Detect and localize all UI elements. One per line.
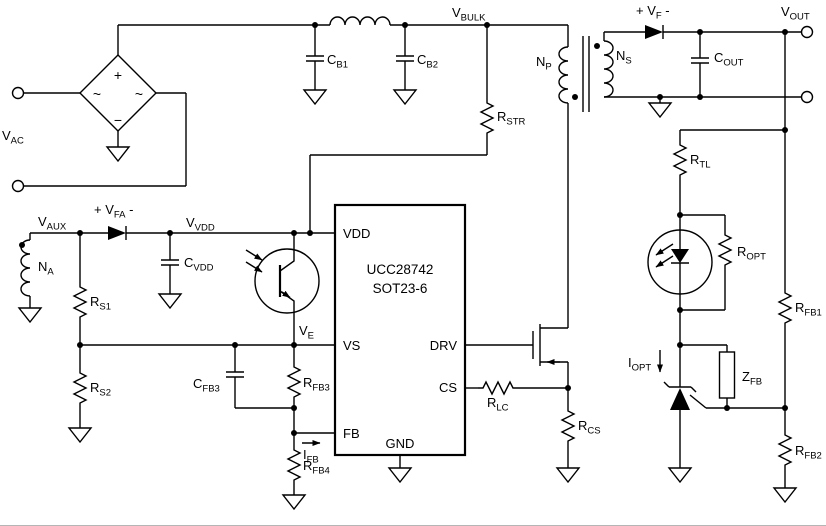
primary-winding: [558, 46, 569, 104]
capacitor-cb1: [305, 47, 325, 69]
label-vbulk: VBULK: [452, 5, 486, 24]
label-ropt: ROPT: [737, 244, 766, 263]
label-rs1: RS1: [90, 294, 111, 313]
resistor-rfb3: [287, 361, 301, 403]
phototransistor-symbol: [245, 249, 291, 299]
led-emission-arrow: [655, 243, 674, 256]
ground-symbol: [556, 467, 580, 483]
ground-symbol: [106, 146, 130, 162]
label-ifb: IFB: [303, 447, 319, 466]
shunt-regulator-tl431: [663, 381, 697, 410]
label-np: NP: [536, 54, 552, 73]
pin-label-drv: DRV: [430, 338, 458, 353]
capacitor-cout: [690, 49, 710, 71]
label-cb1: CB1: [327, 52, 348, 71]
resistor-rstr: [480, 97, 494, 139]
pin-label-vdd: VDD: [343, 226, 370, 241]
label-vac: VAC: [2, 128, 24, 147]
photo-input-arrow: [245, 249, 263, 261]
label-vaux: VAUX: [38, 214, 67, 233]
capacitor-cvdd: [160, 251, 180, 273]
resistor-rfb1: [778, 287, 792, 329]
led-emission-arrow: [655, 255, 674, 268]
ground-symbol: [18, 307, 42, 323]
ground-symbol: [303, 89, 327, 105]
label-rs2: RS2: [90, 380, 111, 399]
ground-symbol: [648, 102, 672, 118]
zfb-impedance-box: [718, 351, 736, 399]
resistor-rs1: [73, 281, 87, 323]
label-rcs: RCS: [578, 418, 601, 437]
pin-label-cs: CS: [439, 380, 457, 395]
bridge-ac-symbol: ~: [135, 86, 143, 102]
resistor-rtl: [673, 139, 687, 181]
diode-vfa: [108, 226, 127, 240]
emitter-arrow: [281, 290, 291, 299]
secondary-winding: [603, 40, 614, 98]
label-cout: COUT: [714, 50, 744, 69]
resistor-rfb4: [287, 444, 301, 486]
pin-label-vs: VS: [343, 338, 361, 353]
label-cvdd: CVDD: [184, 255, 214, 274]
label-iopt: IOPT: [628, 355, 651, 374]
ground-symbol: [393, 89, 417, 105]
photo-input-arrow: [245, 261, 263, 273]
label-rstr: RSTR: [497, 109, 526, 128]
label-ve: VE: [299, 323, 314, 342]
aux-phase-dot: [18, 241, 26, 249]
capacitor-cfb3: [225, 363, 245, 385]
label-vfa: + VFA -: [94, 202, 133, 221]
aux-winding: [20, 239, 31, 297]
label-rlc: RLC: [487, 395, 509, 414]
label-ns: NS: [616, 48, 632, 67]
vout-terminal-neg: [800, 90, 814, 104]
label-rfb4: RFB4: [303, 458, 330, 477]
resistor-rlc: [477, 381, 519, 395]
label-vout: VOUT: [781, 4, 810, 23]
label-vf: + VF -: [636, 3, 670, 22]
pin-label-fb: FB: [343, 426, 360, 441]
mosfet: [532, 324, 560, 366]
label-cfb3: CFB3: [193, 376, 220, 395]
labels: VAC CB1 CB2 VBULK RSTR NP NS + VF - COUT…: [2, 3, 822, 477]
capacitor-cb2: [395, 47, 415, 69]
wires: [23, 24, 802, 495]
bridge-plus-symbol: +: [114, 67, 122, 83]
ground-symbol: [158, 293, 182, 309]
led-symbol: [655, 243, 689, 268]
diode-vf: [645, 25, 664, 39]
ac-input-terminal-top: [11, 86, 25, 100]
ground-symbol: [282, 494, 306, 510]
ground-symbol: [668, 467, 692, 483]
resistor-rfb2: [778, 429, 792, 471]
ground-symbol: [68, 427, 92, 443]
label-rtl: RTL: [690, 152, 710, 171]
label-vvdd: VVDD: [186, 215, 215, 234]
vout-terminal-pos: [800, 25, 814, 39]
resistor-ropt: [718, 229, 732, 271]
ac-input-terminal-bottom: [11, 179, 25, 193]
ic-package: SOT23-6: [373, 281, 428, 296]
transformer: [558, 36, 614, 112]
resistor-rcs: [561, 405, 575, 447]
primary-phase-dot: [571, 93, 579, 101]
bridge-minus-symbol: −: [114, 112, 122, 128]
optocoupler-transistor-body: [254, 248, 320, 314]
label-cb2: CB2: [417, 52, 438, 71]
ic-ucc28742-body: [333, 203, 467, 457]
ic-part-number: UCC28742: [367, 262, 434, 277]
label-rfb2: RFB2: [795, 443, 822, 462]
label-na: NA: [38, 259, 54, 278]
pin-label-gnd: GND: [386, 436, 415, 451]
label-zfb: ZFB: [742, 369, 762, 388]
bulk-inductor: [329, 16, 391, 26]
ground-symbol: [773, 487, 797, 503]
secondary-phase-dot: [593, 42, 601, 50]
label-rfb3: RFB3: [303, 375, 330, 394]
resistor-rs2: [73, 367, 87, 409]
bridge-ac-symbol: ~: [93, 86, 101, 102]
label-rfb1: RFB1: [795, 300, 822, 319]
ground-symbol: [388, 467, 412, 483]
